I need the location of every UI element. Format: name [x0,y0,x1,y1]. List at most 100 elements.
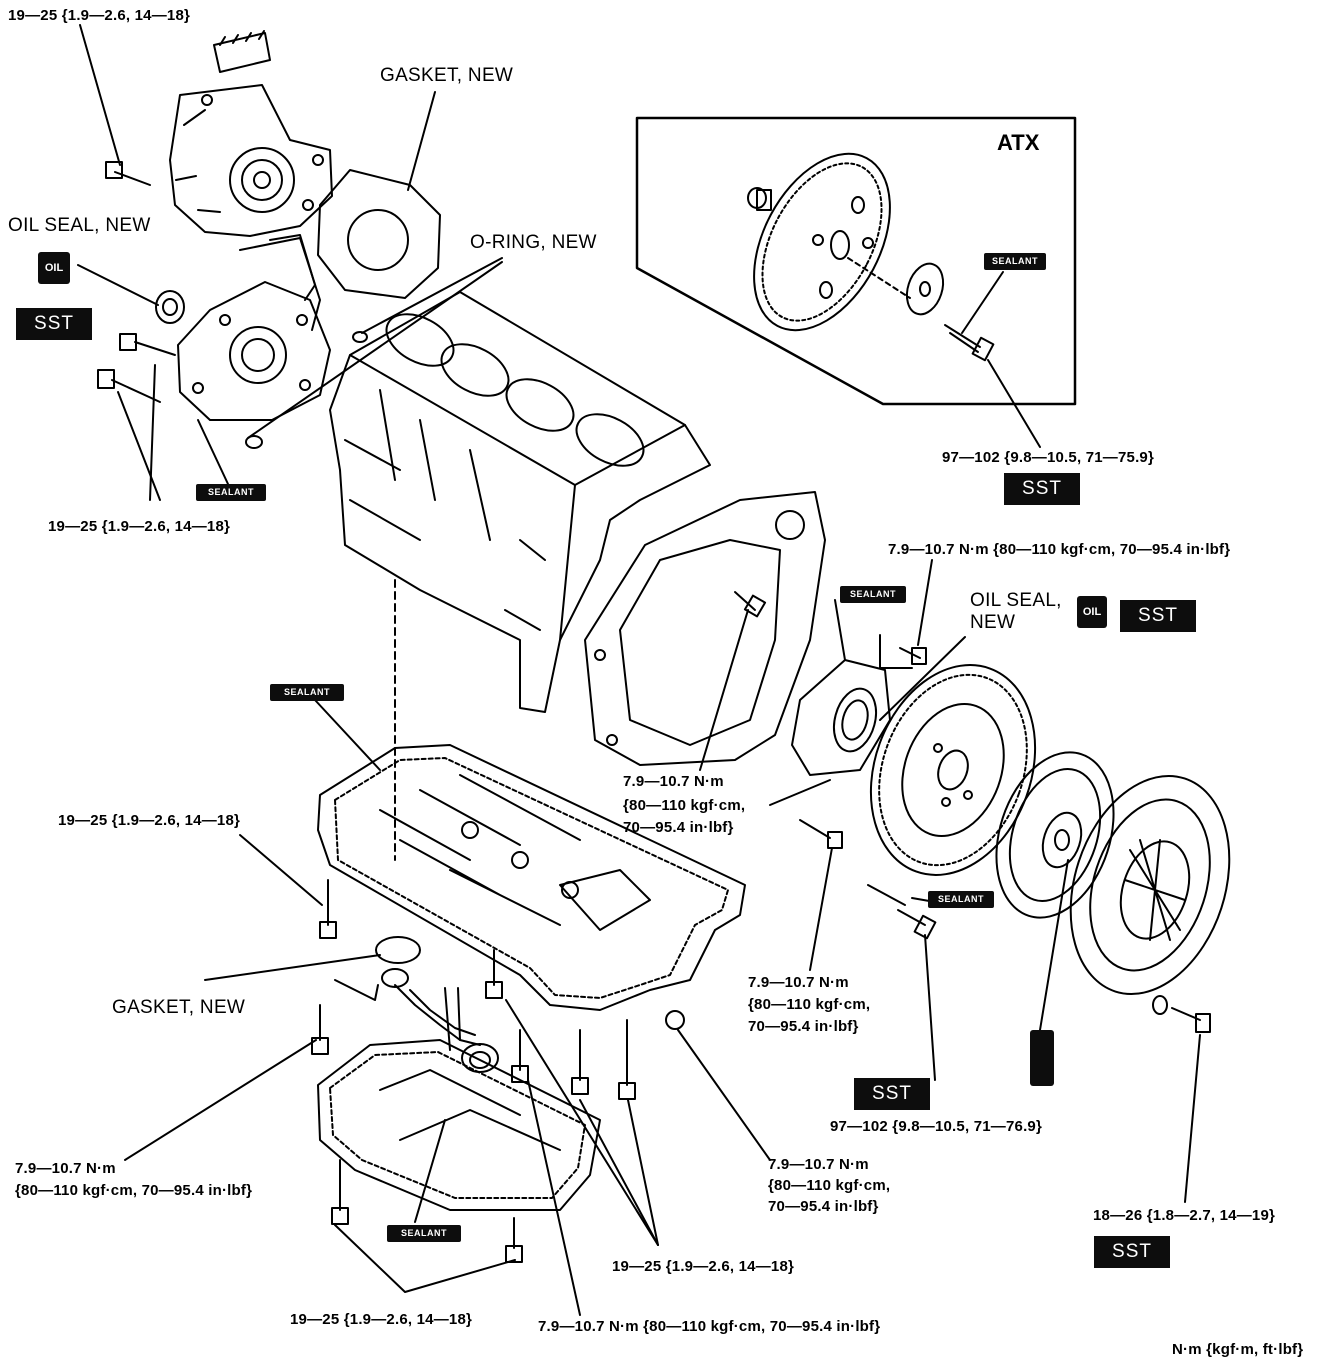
atx-inset-frame [635,116,1077,406]
sealant-tag-flywheel: SEALANT [928,891,994,908]
oil-can-icon-right: OIL [1077,596,1107,628]
end-plate-bolt [734,591,767,618]
grease-tube-icon [1030,1030,1054,1086]
torque-bottom-center: 7.9—10.7 N·m {80—110 kgf·cm, 70—95.4 in·… [538,1318,881,1335]
torque-block-plate-line1: 7.9—10.7 N·m [623,773,724,790]
lower-right-leader-3 [627,1099,659,1246]
lower-pan-sealant-leader [414,1119,446,1223]
rear-sealant-leader [834,599,846,661]
gasket-new-bottom-label: GASKET, NEW [112,997,246,1018]
pan-upper-bolt-a [571,1029,589,1095]
pan-upper-sealant-leader [314,699,381,771]
lower-right-leader-2 [579,1099,659,1246]
pressure-plate-torque-leader [1184,1034,1201,1203]
strainer-bolt [311,1004,329,1055]
wp-torque-leader [79,24,121,166]
block-plate-bolt [799,819,843,849]
flywheel-torque-leader [924,934,936,1081]
torque-pressure-plate: 18—26 {1.8—2.7, 14—19} [1093,1207,1276,1224]
lower-right-leader-1 [505,999,659,1246]
oil-seal-new-left-label: OIL SEAL, NEW [8,215,151,236]
oil-pump-body [177,234,331,421]
sealant-tag-rear-housing: SEALANT [840,586,906,603]
crank-oil-seal-left [155,290,185,324]
torque-oilpan-upper-left: 19—25 {1.9—2.6, 14—18} [58,812,241,829]
sealant-tag-oil-pan-lower: SEALANT [387,1225,461,1242]
sealant-tag-oil-pump: SEALANT [196,484,266,501]
flywheel-bolt-bracket [867,884,906,906]
o-ring-lower [245,435,263,449]
pan-upper-bolt-mid [485,949,503,999]
strainer-bracket [334,979,379,1001]
block-plate-torque-leader [809,847,833,971]
o-ring-upper [352,331,368,343]
torque-block-plate-line3: 70—95.4 in·lbf} [623,819,734,836]
pan-upper-bolt-b [618,1019,636,1100]
torque-label-rear-cover: 7.9—10.7 N·m {80—110 kgf·cm, 70—95.4 in·… [888,541,1231,558]
torque-strainer-line1: 7.9—10.7 N·m [15,1160,116,1177]
water-pump-bolt [105,161,151,186]
lower-pan-torque-leader [334,1224,516,1293]
flywheel-bolt [897,909,937,940]
torque-strainer-line2: {80—110 kgf·cm, 70—95.4 in·lbf} [15,1182,253,1199]
oil-pump-bolt-upper [119,333,176,356]
op-sealant-leader [197,419,229,485]
op-bolt-leader-2 [117,391,161,501]
torque-label-top-left: 19—25 {1.9—2.6, 14—18} [8,7,191,24]
torque-pan-right-line1: 7.9—10.7 N·m [768,1156,869,1173]
torque-flywheel-plate-line3: 70—95.4 in·lbf} [748,1018,859,1035]
torque-flywheel-plate-line1: 7.9—10.7 N·m [748,974,849,991]
oil-seal-right-leader [879,636,966,721]
pan-upper-bolt-left [319,879,337,939]
sst-tag-pressure-plate: SST [1094,1236,1170,1268]
oil-pump-gasket [239,237,321,331]
torque-label-mid-left: 19—25 {1.9—2.6, 14—18} [48,518,231,535]
rear-oil-seal-housing [791,659,891,776]
water-pump-body [169,84,333,237]
timing-belt-cover-piece [213,30,271,73]
units-legend: N·m {kgf·m, ft·lbf} [1172,1341,1304,1358]
rear-housing-bolt [899,647,927,665]
oil-pump-bolt-lower [97,369,161,403]
wp-gasket-leader [407,91,436,191]
rear-bolt-bracket [879,634,913,669]
strainer-torque-leader [124,1039,317,1161]
oil-seal-new-right-line1: OIL SEAL, [970,590,1062,611]
pressure-plate-bolt [1152,995,1211,1033]
lower-pan-bolt-rear [511,1029,529,1083]
clutch-disc [995,751,1115,919]
lower-pan-bolt-right [505,1217,523,1263]
oil-pan-upper [317,744,746,1011]
lower-pan-bolt-left [331,1159,349,1225]
torque-oilpan-lower-left: 19—25 {1.9—2.6, 14—18} [290,1311,473,1328]
clutch-disc-leader [1039,859,1069,1031]
sst-tag-atx: SST [1004,473,1080,505]
oil-pan-lower [317,1039,601,1211]
sst-tag-oil-seal-right: SST [1120,600,1196,632]
torque-label-atx: 97—102 {9.8—10.5, 71—75.9} [942,449,1155,466]
pan-upper-torque-leader [239,834,323,906]
torque-flywheel-plate-line2: {80—110 kgf·cm, [748,996,871,1013]
oil-can-icon-left: OIL [38,252,70,284]
atx-label: ATX [997,130,1040,155]
gasket-new-top-label: GASKET, NEW [380,65,514,86]
rear-housing-torque-leader [917,559,933,646]
water-pump-gasket [317,169,441,299]
atx-nut [747,187,772,211]
bottom-center-leader [527,1079,581,1316]
torque-oilpan-lower-right: 19—25 {1.9—2.6, 14—18} [612,1258,795,1275]
block-plate-bracket [769,779,831,806]
pan-right-torque-leader [677,1029,771,1161]
clutch-cover [1069,774,1231,996]
o-ring-leader-1 [361,257,503,334]
oil-seal-left-leader [77,264,159,306]
flywheel [869,664,1037,876]
atx-drive-plate [753,152,911,332]
end-plate [584,491,826,766]
pan-upper-nut [665,1010,685,1030]
atx-torque-leader [987,359,1041,448]
cylinder-block [329,291,711,861]
sealant-tag-atx: SEALANT [984,253,1046,270]
